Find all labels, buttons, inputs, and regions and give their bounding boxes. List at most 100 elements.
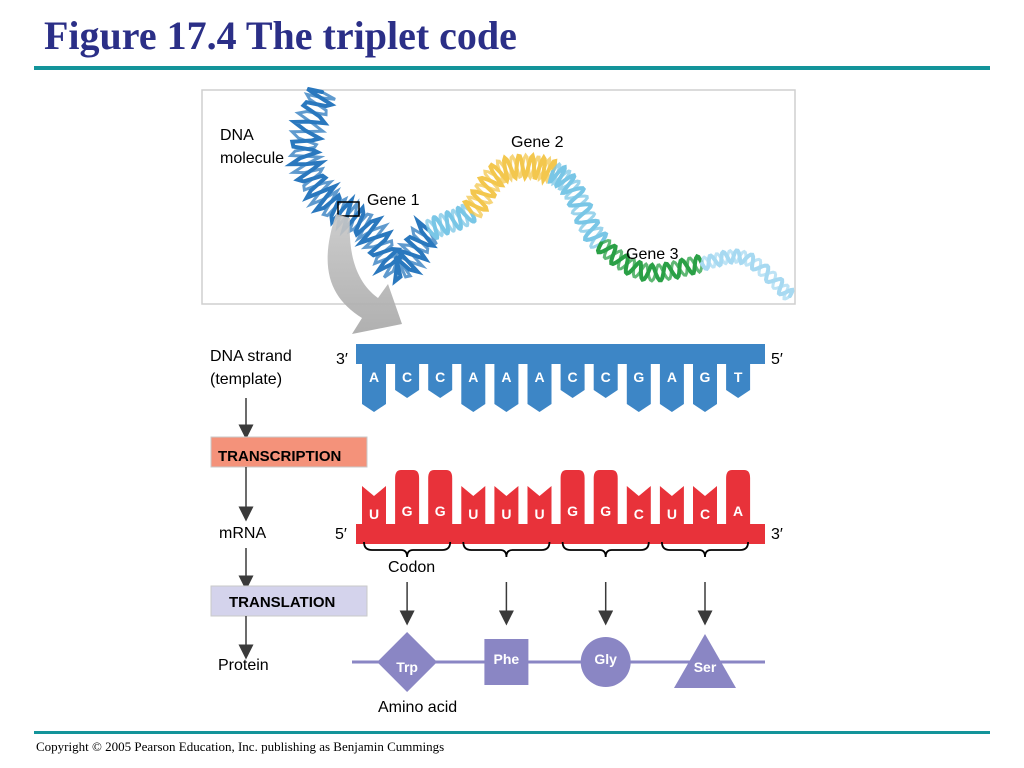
dna-base-label-8: G	[633, 369, 644, 385]
dna-molecule-label-line2: molecule	[220, 150, 284, 167]
mrna-base-8	[626, 486, 651, 526]
dna-base-label-0: A	[369, 369, 379, 385]
mrna-base-1	[395, 470, 420, 526]
mrna-base-label-11: A	[733, 503, 743, 519]
dna-helix	[284, 86, 795, 301]
amino-acid-label: Amino acid	[378, 699, 457, 716]
copyright-text: Copyright © 2005 Pearson Education, Inc.…	[36, 739, 445, 754]
dna-base-8	[626, 362, 651, 412]
footer-rule	[34, 731, 990, 734]
dna-base-label-5: A	[534, 369, 544, 385]
mrna-base-11	[726, 470, 751, 526]
mrna-base-label-1: G	[402, 503, 413, 519]
helix-strand-0-1	[287, 90, 438, 279]
transcription-box	[210, 436, 368, 468]
dna-base-label-6: C	[568, 369, 578, 385]
mrna-5-prime: 5′	[335, 526, 347, 543]
mrna-base-3	[461, 486, 486, 526]
amino-acid-trp-label: Trp	[396, 659, 418, 675]
dna-molecule-panel: DNA molecule Gene 1 Gene 2 Gene 3	[201, 86, 796, 334]
mrna-3-prime: 3′	[771, 526, 783, 543]
helix-strand-2-0	[461, 151, 558, 214]
gene3-label: Gene 3	[626, 246, 679, 263]
amino-acid-ser-shape	[674, 634, 736, 688]
amino-acid-gly-label: Gly	[594, 651, 617, 667]
dna-base-11	[726, 362, 751, 398]
title-rule	[34, 66, 990, 70]
dna-base-4	[494, 362, 519, 412]
dna-strand-label-line2: (template)	[210, 371, 282, 388]
dna-base-0	[362, 362, 386, 412]
mrna-base-9	[659, 486, 684, 526]
amino-acid-gly-shape	[580, 637, 631, 687]
helix-strand-4-1	[599, 238, 704, 283]
mrna-base-6	[560, 470, 585, 526]
transcription-label: TRANSCRIPTION	[218, 448, 341, 465]
dna-base-5	[527, 362, 552, 412]
dna-molecule-label-line1: DNA	[220, 127, 254, 144]
dna-base-2	[428, 362, 453, 398]
mrna-base-label-0: U	[369, 506, 379, 522]
mrna-base-7	[593, 470, 618, 526]
mrna-label: mRNA	[219, 525, 266, 542]
dna-base-label-7: C	[601, 369, 611, 385]
translation-box	[210, 585, 368, 617]
codon-brace-0	[363, 541, 452, 558]
dna-base-3	[461, 362, 486, 412]
dna-base-label-4: A	[501, 369, 511, 385]
dna-base-7	[593, 362, 618, 398]
dna-strand-3-prime: 3′	[336, 351, 348, 368]
dna-base-label-9: A	[667, 369, 677, 385]
mrna-base-label-3: U	[468, 506, 478, 522]
dna-base-label-2: C	[435, 369, 445, 385]
helix-strand-2-1	[465, 152, 555, 219]
protein-label: Protein	[218, 657, 269, 674]
codon-brace-3	[661, 541, 749, 558]
dna-strand-label-line1: DNA strand	[210, 348, 292, 365]
mrna-base-2	[428, 470, 453, 526]
amino-acid-phe-shape	[484, 639, 529, 685]
mrna-base-label-7: G	[600, 503, 611, 519]
mrna-base-5	[527, 486, 552, 526]
mrna-base-10	[693, 486, 717, 526]
gene1-selection-box	[337, 201, 360, 217]
mrna-base-label-4: U	[501, 506, 511, 522]
mrna-strand: 5′ 3′ U G G U U U G G C U C A Codon	[335, 470, 783, 626]
mrna-base-label-2: G	[435, 503, 446, 519]
mrna-base-label-6: G	[567, 503, 578, 519]
dna-template-strand: 3′ 5′ A C C A A A C C G A G T	[336, 344, 783, 412]
dna-base-9	[659, 362, 684, 412]
mrna-base-label-5: U	[534, 506, 544, 522]
dna-base-6	[560, 362, 585, 398]
panel-frame	[201, 89, 796, 305]
mrna-base-label-9: U	[667, 506, 677, 522]
dna-strand-5-prime: 5′	[771, 351, 783, 368]
mrna-base-label-10: C	[700, 506, 710, 522]
helix-strand-5-1	[700, 248, 792, 301]
amino-acid-ser-label: Ser	[694, 659, 717, 675]
dna-base-label-10: G	[700, 369, 711, 385]
dna-base-label-3: A	[468, 369, 478, 385]
mrna-backbone	[356, 524, 765, 544]
amino-acid-trp-shape	[377, 632, 438, 692]
dna-base-label-1: C	[402, 369, 412, 385]
gene2-label: Gene 2	[511, 134, 564, 151]
gene1-label: Gene 1	[367, 192, 420, 209]
zoom-arrow	[327, 214, 402, 334]
dna-backbone	[356, 344, 765, 364]
dna-base-1	[395, 362, 420, 398]
translation-label: TRANSLATION	[229, 594, 335, 611]
process-flow: DNA strand (template) TRANSCRIPTION mRNA…	[210, 348, 368, 674]
helix-strand-1-1	[425, 203, 473, 238]
dna-base-10	[693, 362, 717, 412]
page-title: Figure 17.4 The triplet code	[44, 13, 517, 58]
dna-base-label-11: T	[734, 369, 743, 385]
codon-label: Codon	[388, 559, 435, 576]
helix-strand-3-1	[551, 162, 604, 249]
mrna-base-label-8: C	[634, 506, 644, 522]
mrna-base-4	[494, 486, 519, 526]
helix-strand-1-0	[427, 205, 477, 241]
codon-brace-1	[462, 541, 551, 558]
